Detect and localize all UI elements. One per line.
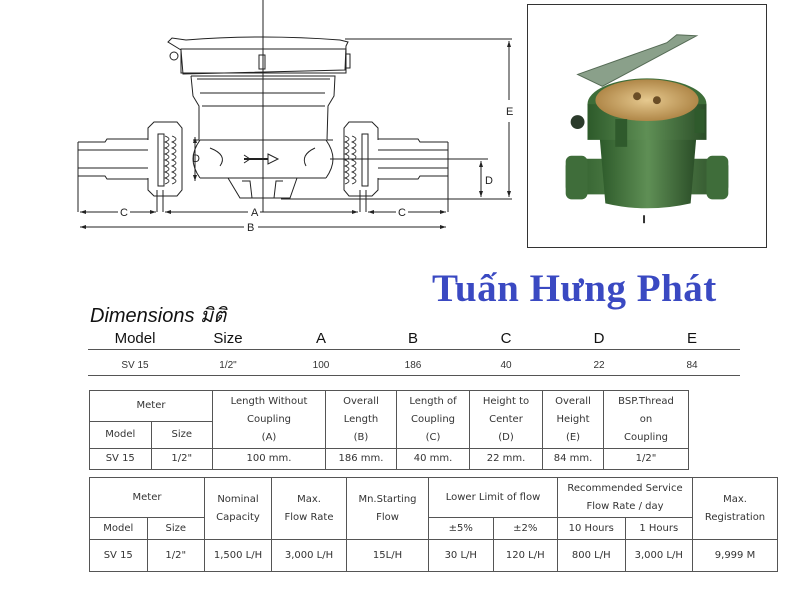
cell-nominal: 1,500 L/H: [204, 539, 272, 572]
dim-label-c-left: C: [120, 207, 128, 219]
dim-label-a: A: [251, 207, 259, 219]
cell-1h: 3,000 L/H: [624, 539, 693, 572]
header-max-registration: Max.Registration: [692, 477, 778, 540]
cell-size: 1/2": [146, 539, 205, 572]
dim-header-e: E: [686, 330, 698, 347]
dim-label-e: E: [506, 106, 513, 118]
header-size: Size: [146, 517, 205, 540]
cell-max-reg: 9,999 M: [692, 539, 778, 572]
dim-value-c: 40: [500, 360, 512, 371]
cell-size: 1/2": [150, 448, 213, 470]
cell-model: SV 15: [89, 539, 148, 572]
header-model: Model: [89, 517, 148, 540]
dimensions-title: Dimensions มิติ: [90, 305, 227, 327]
dim-value-a: 100: [312, 360, 330, 371]
table-row: SV 15 1/2" 100 mm. 186 mm. 40 mm. 22 mm.…: [89, 448, 689, 470]
header-1-hours: 1 Hours: [624, 517, 693, 540]
dim-value-b: 186: [404, 360, 422, 371]
divider: [88, 375, 740, 376]
dim-value-d: 22: [593, 360, 605, 371]
brand-watermark: Tuấn Hưng Phát: [432, 267, 717, 310]
table-row: SV 15 1/2" 1,500 L/H 3,000 L/H 15L/H 30 …: [89, 539, 778, 572]
dim-header-size: Size: [213, 330, 243, 347]
dim-value-size: 1/2": [219, 360, 237, 371]
header-pm2: ±2%: [492, 517, 558, 540]
header-10-hours: 10 Hours: [557, 517, 626, 540]
cell-a: 100 mm.: [212, 448, 326, 470]
meter-technical-drawing: C A C B E D D: [77, 0, 515, 234]
dim-value-e: 84: [686, 360, 698, 371]
cell-c: 40 mm.: [396, 448, 470, 470]
cell-model: SV 15: [89, 448, 152, 470]
cell-b: 186 mm.: [325, 448, 397, 470]
dim-header-c: C: [500, 330, 512, 347]
dim-header-d: D: [593, 330, 605, 347]
dim-header-b: B: [407, 330, 419, 347]
dim-label-b: B: [247, 222, 254, 234]
header-max-flow-rate: Max.Flow Rate: [271, 477, 347, 540]
cell-e: 84 mm.: [542, 448, 604, 470]
header-lower-limit-flow: Lower Limit of flow: [428, 477, 558, 518]
cell-pm5: 30 L/H: [428, 539, 494, 572]
cell-pm2: 120 L/H: [492, 539, 558, 572]
divider: [88, 349, 740, 350]
dim-label-d-left: D: [192, 153, 200, 165]
header-meter: Meter: [89, 390, 213, 422]
cell-bsp: 1/2": [603, 448, 689, 470]
header-meter: Meter: [89, 477, 205, 518]
cell-min-start: 15L/H: [346, 539, 429, 572]
dim-label-d-right: D: [485, 175, 493, 187]
cell-d: 22 mm.: [469, 448, 543, 470]
product-photo: [527, 4, 767, 248]
cell-max-flow: 3,000 L/H: [271, 539, 347, 572]
header-size: Size: [150, 421, 213, 449]
dim-header-model: Model: [114, 330, 156, 347]
dim-label-c-right: C: [398, 207, 406, 219]
header-pm5: ±5%: [428, 517, 494, 540]
header-model: Model: [89, 421, 152, 449]
dim-value-model: SV 15: [121, 360, 149, 371]
dim-header-a: A: [315, 330, 327, 347]
cell-10h: 800 L/H: [557, 539, 626, 572]
